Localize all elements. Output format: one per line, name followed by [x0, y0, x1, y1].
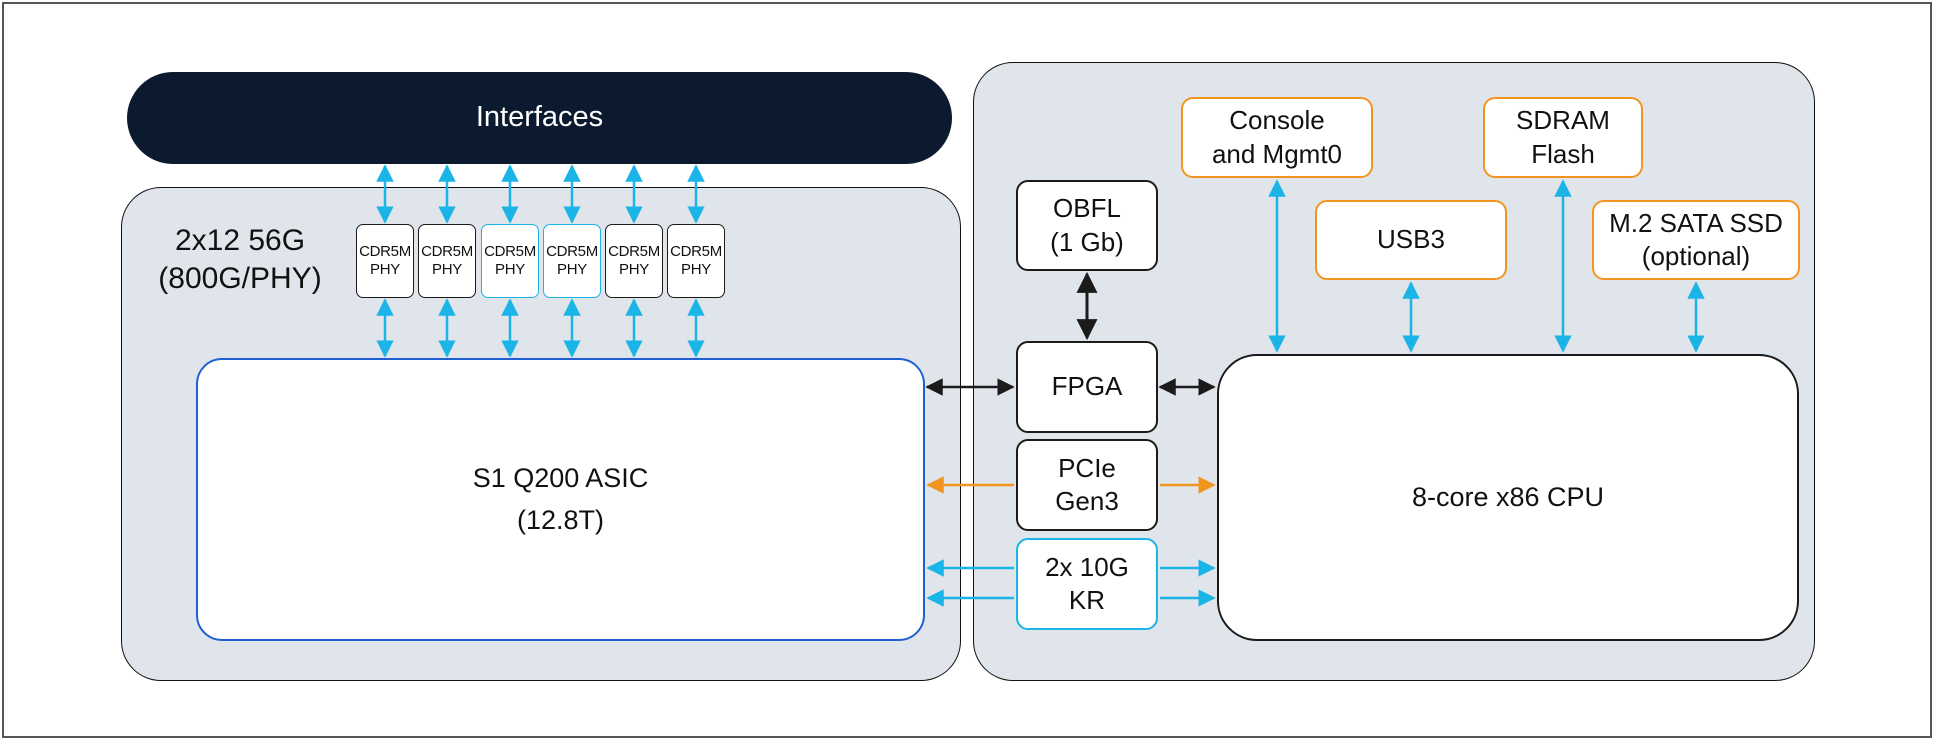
phy-box-1: CDR5M PHY — [356, 224, 414, 298]
sdram-flash-box: SDRAM Flash — [1483, 97, 1643, 178]
phy-box-2: CDR5M PHY — [418, 224, 476, 298]
kr-arrows — [926, 559, 1216, 607]
pcie-box: PCIe Gen3 — [1016, 439, 1158, 531]
obfl-box: OBFL (1 Gb) — [1016, 180, 1158, 271]
console-mgmt-box: Console and Mgmt0 — [1181, 97, 1373, 178]
phy-asic-arrows — [376, 298, 705, 358]
usb3-box: USB3 — [1315, 200, 1507, 280]
interface-phy-arrows — [376, 164, 705, 224]
phy-box-5: CDR5M PHY — [605, 224, 663, 298]
cpu-box: 8-core x86 CPU — [1217, 354, 1799, 641]
phy-box-4: CDR5M PHY — [543, 224, 601, 298]
phy-caption: 2x12 56G (800G/PHY) — [158, 224, 322, 295]
phy-box-3: CDR5M PHY — [481, 224, 539, 298]
interfaces-bar: Interfaces — [127, 72, 952, 164]
asic-box: S1 Q200 ASIC (12.8T) — [196, 358, 925, 641]
phy-box-6: CDR5M PHY — [667, 224, 725, 298]
fpga-box: FPGA — [1016, 341, 1158, 433]
kr-box: 2x 10G KR — [1016, 538, 1158, 630]
interfaces-label: Interfaces — [475, 101, 604, 134]
ssd-box: M.2 SATA SSD (optional) — [1592, 200, 1800, 280]
peripheral-cpu-arrows — [1268, 179, 1705, 353]
